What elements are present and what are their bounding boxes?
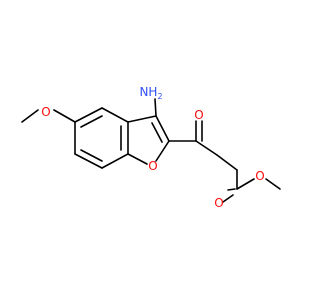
bond-c6-c7 xyxy=(74,153,103,169)
bond-c4-c5 xyxy=(74,107,103,123)
bond-oether-ch3 xyxy=(265,178,281,190)
atom-labels: NH2 O O O O O xyxy=(41,85,264,210)
methoxy-group xyxy=(21,109,76,123)
bond-c3-c2-inner xyxy=(151,122,163,143)
bond-c7-c7a xyxy=(101,153,129,169)
bond-c3a-c3 xyxy=(127,115,157,123)
bond-ch2-ch2 xyxy=(216,154,238,171)
bond-c3a-c4 xyxy=(101,107,129,123)
bond-c4-c5-inner xyxy=(80,115,103,128)
bond-c2-o1 xyxy=(155,140,170,162)
molecule-structure: NH2 O O O O O xyxy=(21,85,281,210)
bond-c3-n xyxy=(154,98,157,117)
bond-o-ch3 xyxy=(21,109,39,123)
ketone-oxygen-label: O xyxy=(194,108,203,122)
bond-c5-o xyxy=(53,109,76,123)
ester-ether-oxygen-label: O xyxy=(255,169,264,183)
furan-ring xyxy=(127,115,170,165)
benzene-ring xyxy=(74,107,129,169)
ester-carbonyl-oxygen-label: O xyxy=(214,196,223,210)
bond-cketo-ch2 xyxy=(195,140,218,156)
bond-o1-c7a xyxy=(127,153,148,165)
side-chain xyxy=(168,120,281,203)
bond-cester-o-double xyxy=(222,194,234,203)
furan-oxygen-label: O xyxy=(148,159,157,173)
bond-cester-oether xyxy=(236,178,255,190)
amino-label: NH2 xyxy=(139,85,162,101)
bond-c3-c2 xyxy=(155,115,170,142)
methoxy-oxygen-label: O xyxy=(41,105,50,119)
bond-c6-c7-inner xyxy=(80,149,103,162)
bond-cester-o xyxy=(227,188,236,191)
